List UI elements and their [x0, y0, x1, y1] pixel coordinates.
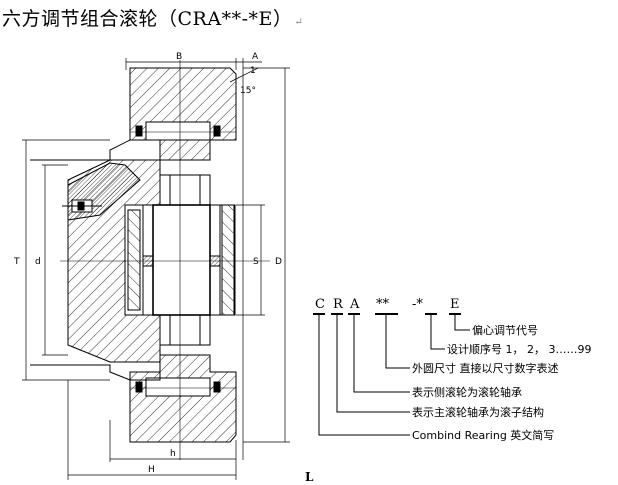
dim-S: S: [253, 257, 259, 267]
legend-item-R: 表示主滚轮轴承为滚子结构: [412, 405, 544, 419]
legend-item-A: 表示侧滚轮为滚轮轴承: [412, 385, 522, 399]
dim-h: h: [170, 449, 176, 459]
dim-H: H: [148, 465, 155, 475]
legend-item-C: Combind Rearing 英文简写: [412, 428, 554, 442]
dimension-lines: [22, 58, 290, 480]
code-part-seq: -*: [412, 297, 423, 312]
code-part-C: C: [315, 297, 325, 312]
dimension-labels: B A 1 15° T d S D h H: [13, 52, 282, 475]
code-part-A: A: [349, 297, 360, 312]
leader-lines: [313, 313, 470, 436]
legend-item-size: 外圆尺寸 直接以尺寸数字表述: [412, 361, 559, 375]
dim-chamfer: 1: [250, 66, 256, 76]
code-part-E: E: [450, 297, 460, 312]
legend-item-seq: 设计顺序号 1， 2， 3……99: [447, 342, 591, 356]
centerlines: [60, 60, 270, 460]
page-title: 六方调节组合滚轮（CRA**-*E）↵: [2, 4, 303, 31]
dim-D: D: [275, 257, 282, 267]
dim-d: d: [35, 257, 41, 267]
title-text: 六方调节组合滚轮（CRA**-*E）: [2, 8, 293, 30]
legend: 偏心调节代号 设计顺序号 1， 2， 3……99 外圆尺寸 直接以尺寸数字表述 …: [412, 323, 591, 442]
main-roller-section: [30, 67, 237, 443]
code-part-R: R: [333, 297, 344, 312]
dim-B: B: [176, 52, 182, 62]
model-code: C R A ** -* E: [315, 297, 460, 312]
code-part-stars: **: [376, 297, 390, 312]
dim-T: T: [13, 257, 20, 267]
legend-item-E: 偏心调节代号: [472, 323, 538, 337]
return-icon: ↵: [294, 17, 304, 28]
footer-mark: L: [305, 470, 314, 484]
dim-A: A: [252, 52, 259, 62]
dim-angle: 15°: [240, 86, 256, 96]
